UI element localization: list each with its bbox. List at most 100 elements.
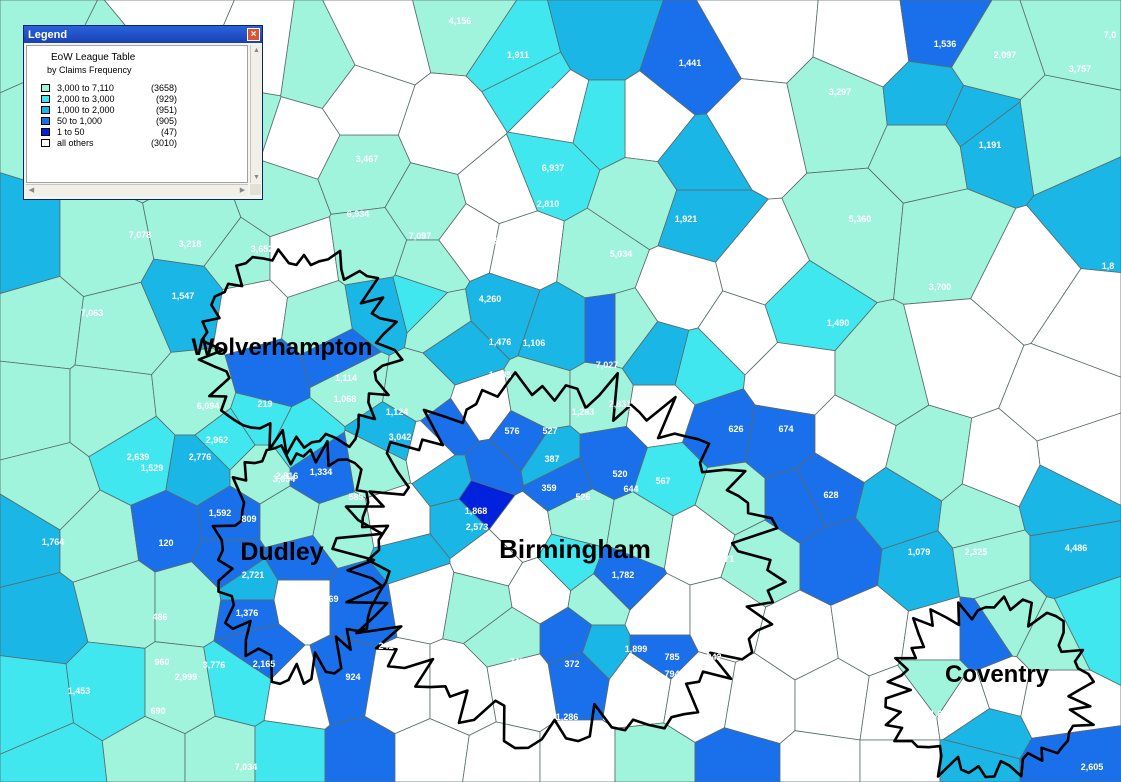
region-count-label: 960 [154,657,169,667]
region-count-label: 2,831 [609,399,632,409]
legend-swatch [41,127,50,136]
map-region[interactable] [621,321,690,386]
region-count-label: 6,934 [347,209,370,219]
map-region[interactable] [422,320,511,386]
map-region[interactable] [488,409,550,472]
region-count-label: 7,097 [409,231,432,241]
region-count-labels: 4,1561,9111,4411,5362,0973,7577,02,2345,… [42,16,1117,772]
scroll-up-icon[interactable]: ▲ [253,47,260,54]
region-count-label: 1,350 [482,236,505,246]
region-count-label: 2,234 [549,87,572,97]
map-region[interactable] [764,467,827,544]
region-count-label: 3,042 [389,432,412,442]
region-count-label: 628 [823,490,838,500]
coventry-boundary [884,595,1095,779]
region-count-label: 1,029 [227,310,250,320]
region-count-label: 1,191 [979,140,1002,150]
region-count-label: 1,106 [523,338,546,348]
region-count-label: 585 [348,492,363,502]
region-count-label: 3,757 [1069,64,1092,74]
region-count-label: 372 [564,659,579,669]
legend-item-range: all others [57,137,94,148]
map-region[interactable] [300,328,382,389]
region-count-label: 4,156 [449,16,472,26]
legend-subheading: by Claims Frequency [47,65,132,75]
region-count-label: 3,700 [929,282,952,292]
legend-item-count: (3010) [150,137,177,148]
scroll-down-icon[interactable]: ▼ [253,174,260,181]
legend-item-count: (929) [155,93,177,104]
map-region[interactable] [392,274,449,334]
region-count-label: 1,490 [827,318,850,328]
city-label-wolverhampton: Wolverhampton [192,334,373,361]
region-count-label: 7,034 [235,762,258,772]
legend-swatch [41,138,50,147]
map-region[interactable] [458,480,516,530]
legend-window[interactable]: Legend × EoW League Table by Claims Freq… [23,25,263,200]
region-count-label: 905 [291,594,306,604]
map-region[interactable] [462,606,541,668]
region-count-label: 1,764 [42,537,65,547]
map-region[interactable] [397,72,508,175]
wolverhampton-boundary [197,248,404,456]
map-region[interactable] [213,623,306,680]
region-count-label: 1,453 [68,686,91,696]
map-region[interactable] [254,720,326,782]
map-region[interactable] [1019,725,1121,782]
legend-titlebar[interactable]: Legend × [24,26,262,43]
region-count-label: 3,297 [829,87,852,97]
region-count-label: 3,652 [251,244,274,254]
region-count-label: 7,0 [1104,30,1117,40]
map-region[interactable] [779,730,861,782]
region-count-label: 1,899 [625,644,648,654]
scroll-right-icon[interactable]: ▶ [239,187,246,194]
region-count-label: 2,816 [276,471,299,481]
region-count-label: 7,078 [129,230,152,240]
legend-vertical-scrollbar[interactable]: ▲ ▼ [250,45,262,183]
close-icon[interactable]: × [247,28,260,41]
map-region[interactable] [582,624,631,680]
legend-item-count: (905) [155,115,177,126]
region-count-label: 2,573 [466,522,489,532]
map-region[interactable] [942,708,1033,760]
legend-horizontal-scrollbar[interactable]: ◀ ▶ [26,184,248,196]
legend-item: 1,000 to 2,000 (951) [41,104,247,115]
region-count-label: 526 [575,492,590,502]
region-count-label: 2,639 [127,452,150,462]
map-region[interactable] [144,641,216,735]
region-count-label: 3,034 [273,474,296,484]
region-count-label: 690 [150,706,165,716]
region-count-label: 924 [345,672,360,682]
map-region[interactable] [593,545,668,611]
region-count-label: 1,334 [310,467,333,477]
region-count-label: 6,937 [542,163,565,173]
legend-item-range: 1,000 to 2,000 [57,104,115,115]
region-count-label: 1,068 [334,394,357,404]
map-region[interactable] [945,84,1021,148]
region-count-label: 1,483 [754,248,777,258]
region-count-label: 2,121 [606,709,629,719]
legend-list: 3,000 to 7,110 (3658) 2,000 to 3,000 (92… [41,82,247,148]
region-count-label: 4,015 [294,117,317,127]
map-region[interactable] [584,293,616,367]
map-region[interactable] [572,79,626,171]
region-count-label: 576 [504,426,519,436]
map-region[interactable] [0,275,84,370]
region-count-label: 2,999 [175,672,198,682]
region-count-label: 1,685 [489,370,512,380]
region-count-label: 1,476 [489,337,512,347]
region-count-label: 169 [323,594,338,604]
legend-content: EoW League Table by Claims Frequency 3,0… [26,45,248,183]
map-region[interactable] [539,719,616,782]
scroll-left-icon[interactable]: ◀ [28,187,35,194]
region-count-label: 520 [612,469,627,479]
map-region[interactable] [321,64,416,136]
birmingham-boundary [331,371,787,750]
region-count-label: 241 [378,641,393,651]
map-region[interactable] [1019,0,1121,91]
map-region[interactable] [522,456,594,512]
map-region[interactable] [657,113,753,191]
resize-grip-icon[interactable] [250,184,261,195]
region-count-label: 5,034 [610,249,633,259]
